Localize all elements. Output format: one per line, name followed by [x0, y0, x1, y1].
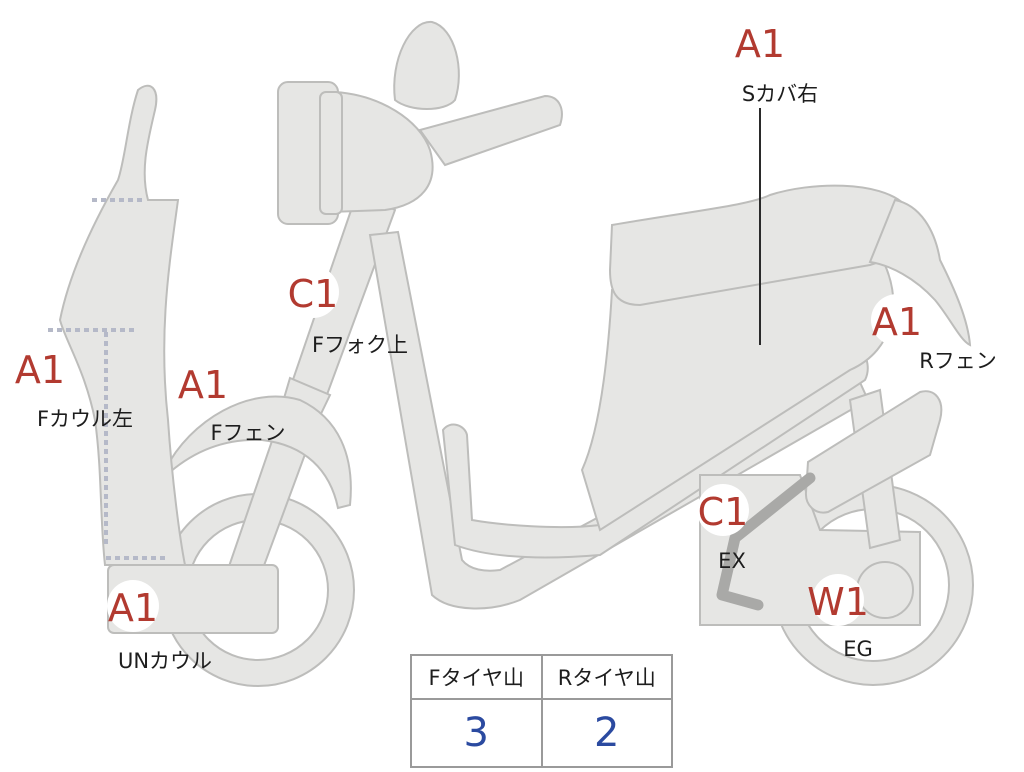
damage-code: A1 [108, 586, 158, 630]
damage-code: C1 [288, 272, 339, 316]
side-cover [580, 253, 895, 532]
part-label: EG [843, 637, 873, 661]
part-label: Fフォク上 [312, 333, 408, 357]
damage-marker-exhaust: C1 EX [697, 484, 749, 573]
part-label: EX [718, 549, 746, 573]
damage-code: A1 [15, 348, 65, 392]
front-fender [163, 395, 352, 510]
rear-tire-value: 2 [540, 698, 673, 768]
front-tire-header: Fタイヤ山 [410, 654, 543, 700]
damage-marker-under-cowl: A1 UNカウル [107, 580, 212, 673]
exhaust-pipe [716, 472, 816, 611]
mirror [393, 20, 460, 110]
damage-marker-front-fork-upper: C1 Fフォク上 [287, 266, 408, 357]
part-label: Fカウル左 [37, 407, 133, 431]
damage-marker-rear-fender: A1 Rフェン [871, 294, 997, 373]
part-label: Sカバ右 [742, 82, 818, 106]
damage-marker-engine: W1 EG [807, 574, 873, 661]
rear-fender [868, 198, 972, 347]
damage-code: A1 [735, 22, 785, 66]
rear-tire-header: Rタイヤ山 [540, 654, 673, 700]
handlebar [418, 94, 563, 167]
muffler [804, 390, 943, 514]
damage-code: W1 [807, 580, 869, 624]
damage-code: C1 [698, 490, 749, 534]
damage-marker-side-cover-right: A1 Sカバ右 [734, 16, 818, 106]
headlight-cowl [328, 90, 434, 214]
part-label: Fフェン [210, 421, 285, 445]
damage-code: A1 [178, 363, 228, 407]
tire-tread-table: Fタイヤ山 Rタイヤ山 3 2 [410, 654, 673, 768]
damage-marker-front-fender: A1 Fフェン [177, 357, 286, 445]
damage-code: A1 [872, 300, 922, 344]
damage-marker-front-cowl-left: A1 Fカウル左 [14, 342, 133, 431]
front-tire-value: 3 [410, 698, 543, 768]
front-cowl [58, 84, 187, 566]
part-label: UNカウル [118, 649, 212, 673]
part-label: Rフェン [919, 349, 997, 373]
